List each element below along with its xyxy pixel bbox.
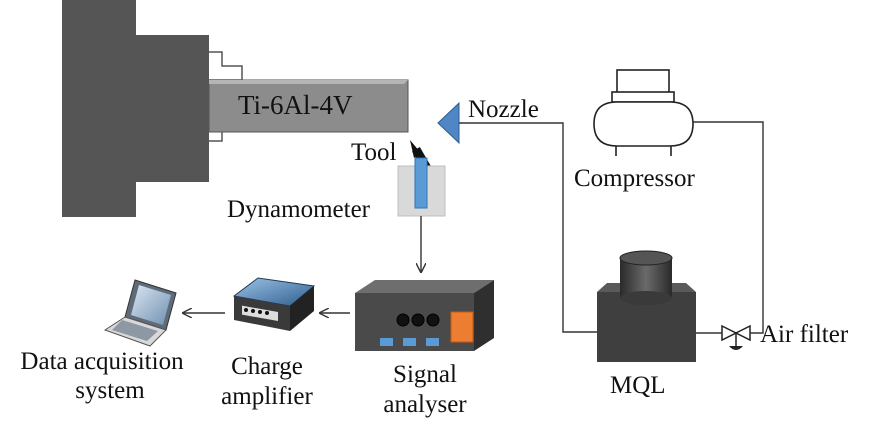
compressor-label: Compressor	[574, 165, 695, 192]
compressor-icon	[593, 69, 694, 156]
lathe-chuck-icon	[62, 0, 243, 217]
dynamometer-icon	[397, 157, 446, 217]
nozzle-icon	[437, 101, 460, 145]
signal-analyser-icon	[355, 280, 494, 351]
dynamometer-label: Dynamometer	[227, 196, 371, 223]
charge-amplifier-label-line2: amplifier	[221, 383, 313, 410]
workpiece-bar-icon	[208, 79, 409, 133]
signal-analyser-label-line1: Signal	[393, 361, 457, 388]
air-filter-valve-icon	[721, 324, 751, 350]
workpiece-label: Ti-6Al-4V	[238, 90, 353, 120]
mql-label: MQL	[610, 372, 666, 399]
connections	[183, 121, 764, 334]
tool-label: Tool	[351, 139, 397, 166]
daq-label-line1: Data acquisition	[20, 348, 184, 375]
mql-unit-icon	[597, 250, 696, 362]
nozzle-label: Nozzle	[468, 96, 539, 123]
charge-amplifier-icon	[232, 277, 316, 331]
signal-analyser-label-line2: analyser	[383, 391, 467, 418]
laptop-icon	[103, 279, 177, 347]
air-filter-label: Air filter	[760, 321, 849, 348]
charge-amplifier-label-line1: Charge	[231, 353, 303, 380]
daq-label-line2: system	[75, 377, 145, 404]
